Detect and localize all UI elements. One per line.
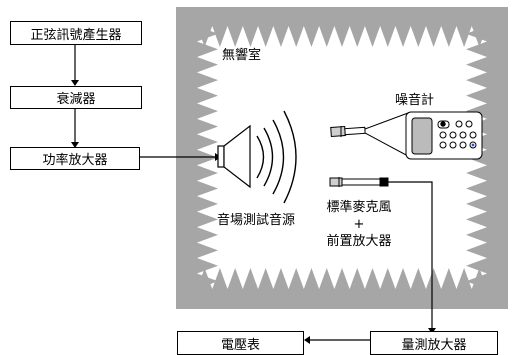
absorber-wedge (227, 268, 243, 289)
absorber-wedge (227, 26, 243, 47)
power-amplifier-label: 功率放大器 (42, 153, 108, 168)
attenuator-box: 衰減器 (10, 86, 142, 109)
loudspeaker-icon (217, 110, 297, 204)
microphone-label-line3: 前置放大器 (326, 234, 392, 249)
absorber-wedge (212, 26, 228, 47)
absorber-wedge (197, 118, 218, 135)
voltmeter-box: 電壓表 (177, 331, 304, 355)
absorber-wedge (303, 26, 320, 47)
absorber-wedge (273, 26, 289, 47)
absorber-wedge (395, 26, 411, 47)
absorber-wedge (466, 196, 487, 212)
sound-level-meter-label: 噪音計 (395, 93, 435, 108)
absorber-wedge (466, 41, 487, 57)
generator-box: 正弦訊號產生器 (10, 21, 142, 45)
absorber-wedge (197, 211, 218, 228)
voltmeter-label: 電壓表 (220, 337, 260, 353)
absorber-wedge (334, 268, 350, 289)
absorber-wedge (364, 26, 381, 47)
absorber-wedge (258, 268, 274, 289)
absorber-wedge (466, 242, 487, 259)
absorber-wedge (197, 196, 218, 212)
absorber-wedge (319, 268, 335, 289)
line-mic-measureamp (388, 181, 433, 328)
absorber-wedge (303, 268, 320, 289)
absorber-wedge (242, 26, 259, 47)
absorber-wedge (425, 26, 442, 47)
absorber-wedge (466, 227, 487, 243)
microphone-label: 標準麥克風 + 前置放大器 (326, 199, 391, 250)
microphone-icon (329, 177, 389, 187)
absorber-wedge (395, 268, 411, 289)
absorber-wedge (380, 26, 396, 47)
absorber-wedge (197, 273, 218, 289)
absorber-wedge (466, 273, 487, 289)
absorber-wedge (288, 268, 304, 289)
arrowhead (71, 80, 79, 86)
absorber-wedge (334, 26, 350, 47)
microphone-label-line2: + (353, 217, 365, 232)
absorber-wedge (273, 268, 289, 289)
absorber-wedge (349, 268, 365, 289)
generator-label: 正弦訊號產生器 (30, 27, 122, 43)
absorber-wedge (466, 180, 487, 197)
measuring-amplifier-label: 量測放大器 (401, 337, 467, 353)
sound-level-meter-icon (330, 111, 483, 160)
arrowhead (71, 142, 79, 148)
absorber-wedge (197, 56, 218, 73)
absorber-wedge (197, 134, 218, 150)
absorber-wedge (466, 211, 487, 228)
absorber-wedge (466, 258, 487, 274)
absorber-wedge (197, 227, 218, 243)
absorber-wedge (258, 26, 274, 47)
absorber-wedge (197, 26, 218, 42)
absorber-wedge (364, 268, 381, 289)
arrowheads (71, 80, 436, 344)
speaker-label: 音場測試音源 (216, 213, 296, 228)
absorber-wedge (197, 72, 218, 88)
absorber-wedge (197, 103, 218, 119)
absorber-wedge (212, 268, 228, 289)
power-amplifier-box: 功率放大器 (10, 147, 140, 170)
absorber-wedge (319, 26, 335, 47)
absorber-wedge (197, 165, 218, 181)
absorber-wedge (197, 41, 218, 57)
absorber-wedge (410, 268, 426, 289)
attenuator-label: 衰減器 (56, 92, 96, 107)
measuring-amplifier-box: 量測放大器 (370, 331, 498, 355)
absorber-wedge (466, 56, 487, 73)
absorber-wedge (242, 268, 259, 289)
absorber-wedge (466, 72, 487, 88)
absorber-wedge (197, 258, 218, 274)
absorber-wedge (380, 268, 396, 289)
absorber-wedge (197, 242, 218, 259)
arrowhead (304, 336, 310, 344)
microphone-label-line1: 標準麥克風 (326, 200, 392, 215)
absorber-wedge (197, 87, 218, 104)
absorber-wedge (288, 26, 304, 47)
absorber-wedge (466, 87, 487, 104)
absorber-wedge (466, 165, 487, 181)
absorber-wedge (410, 26, 426, 47)
absorber-wedge (349, 26, 365, 47)
absorber-wedge (197, 180, 218, 197)
absorber-wedge (441, 268, 457, 289)
absorber-wedge (425, 268, 442, 289)
absorber-wedge (456, 26, 472, 47)
absorber-wedge (441, 26, 457, 47)
signal-lines (74, 45, 433, 341)
absorber-wedge (466, 26, 487, 42)
absorber-wedge (456, 268, 472, 289)
chamber-label: 無響室 (222, 48, 262, 63)
